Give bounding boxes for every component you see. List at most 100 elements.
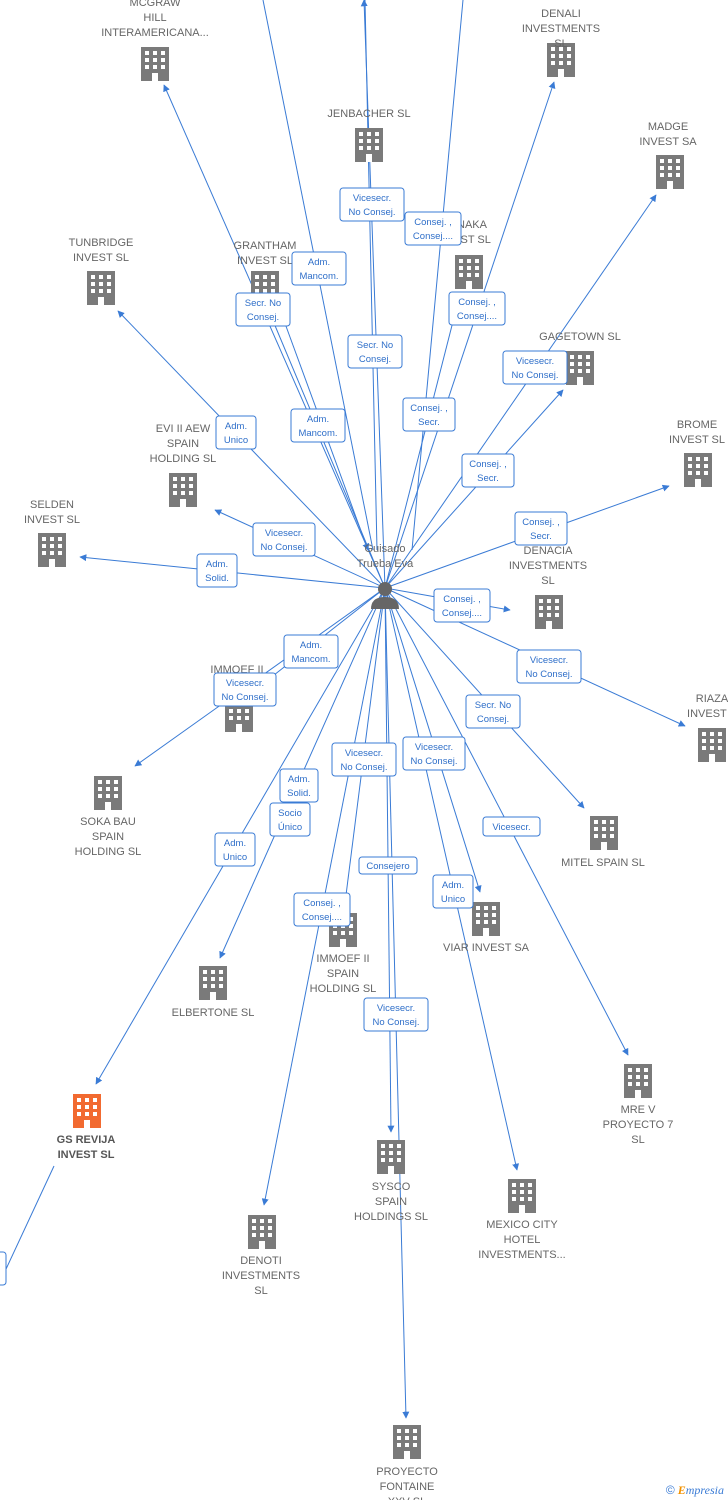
person-icon [371,582,399,609]
relation-text: Adm.Unico [441,880,465,905]
building-icon [393,1425,421,1459]
edge-line [270,315,386,589]
relation-label[interactable]: Adm.Unico [215,415,257,450]
relation-label[interactable]: Vicesecr.No Consej. [402,736,466,771]
empresia-brand[interactable]: © Empresia [666,1483,724,1498]
company-name: ELBERTONE SL [172,1007,255,1019]
relation-label[interactable]: Adm.Mancom. [291,251,347,286]
building-icon [566,351,594,385]
relation-text: Consej. ,Consej.... [442,594,482,619]
building-icon [355,128,383,162]
building-icon [508,1179,536,1213]
relation-text: Adm.Unico [223,838,247,863]
relation-label[interactable]: Adm.Mancom. [290,408,346,443]
relation-label[interactable]: Adm.Unico [214,832,256,867]
relation-label[interactable]: Consej. ,Secr. [514,511,568,546]
relation-label[interactable]: Vicesecr.No Consej. [331,742,397,777]
relation-label[interactable]: Vicesecr. [482,816,541,837]
relation-label[interactable]: Vicesecr.No Consej. [502,350,568,385]
relation-label[interactable]: Consej. ,Secr. [402,397,456,432]
relation-label[interactable]: Adm.Mancom. [283,634,339,669]
company-node-proyecto[interactable]: PROYECTOFONTAINEXXV SL [376,1425,438,1500]
relation-label[interactable]: Vicesecr.No Consej. [252,522,316,557]
relation-text: Consej. ,Consej.... [413,217,453,242]
edge-line [411,0,464,551]
relation-text: Vicesecr.No Consej. [349,193,396,218]
company-name: GAGETOWN SL [539,331,621,343]
company-node-viar[interactable]: VIAR INVEST SA [443,902,530,954]
relation-label[interactable]: Consej. ,Consej.... [404,211,462,246]
company-name: JENBACHER SL [327,108,410,120]
relation-label[interactable]: Consejero [358,856,418,875]
relation-label[interactable]: Consej. ,Consej.... [293,892,351,927]
brand-logo-initial: E [677,1483,686,1497]
relation-text: Adm.Mancom. [291,640,330,665]
relation-label[interactable]: Consej. ,Consej.... [433,588,491,623]
company-node-elbertone[interactable]: ELBERTONE SL [172,966,255,1019]
company-node-mitel[interactable]: MITEL SPAIN SL [561,816,645,869]
building-icon [455,255,483,289]
relation-label[interactable]: Adm.Solid. [279,768,319,803]
relation-label[interactable]: Vicesecr.No Consej. [339,187,405,222]
relation-text: Adm.Mancom. [298,414,337,439]
relation-text: Vicesecr.No Consej. [411,742,458,767]
brand-logo-text: mpresia [685,1483,724,1497]
relation-label[interactable]: Vicesecr.No Consej. [213,672,277,707]
relation-label[interactable]: Consej. ,Secr. [461,453,515,488]
building-icon [535,595,563,629]
edge-line [384,194,657,589]
building-icon [94,776,122,810]
building-icon [472,902,500,936]
company-node-gagetown[interactable]: GAGETOWN SL [539,331,621,385]
building-icon [656,155,684,189]
building-icon [698,728,726,762]
relation-text: Consej. ,Consej.... [302,898,342,923]
edge-line [163,84,386,589]
relation-label[interactable]: Vicesecr.No Consej. [363,997,429,1032]
relation-text: Vicesecr.No Consej. [512,356,559,381]
edge-line [0,1165,55,1283]
relation-label[interactable]: Adm.Unico [432,874,474,909]
building-icon [141,47,169,81]
company-node-jenbacher[interactable]: JENBACHER SL [327,108,411,162]
relation-label[interactable]: Adm.Solid. [196,553,238,588]
relation-label[interactable]: Vicesecr.No Consej. [516,649,582,684]
relation-text: Vicesecr.No Consej. [373,1003,420,1028]
relation-label[interactable]: Consej. ,Consej.... [448,291,506,326]
company-name: VIAR INVEST SA [443,942,530,954]
